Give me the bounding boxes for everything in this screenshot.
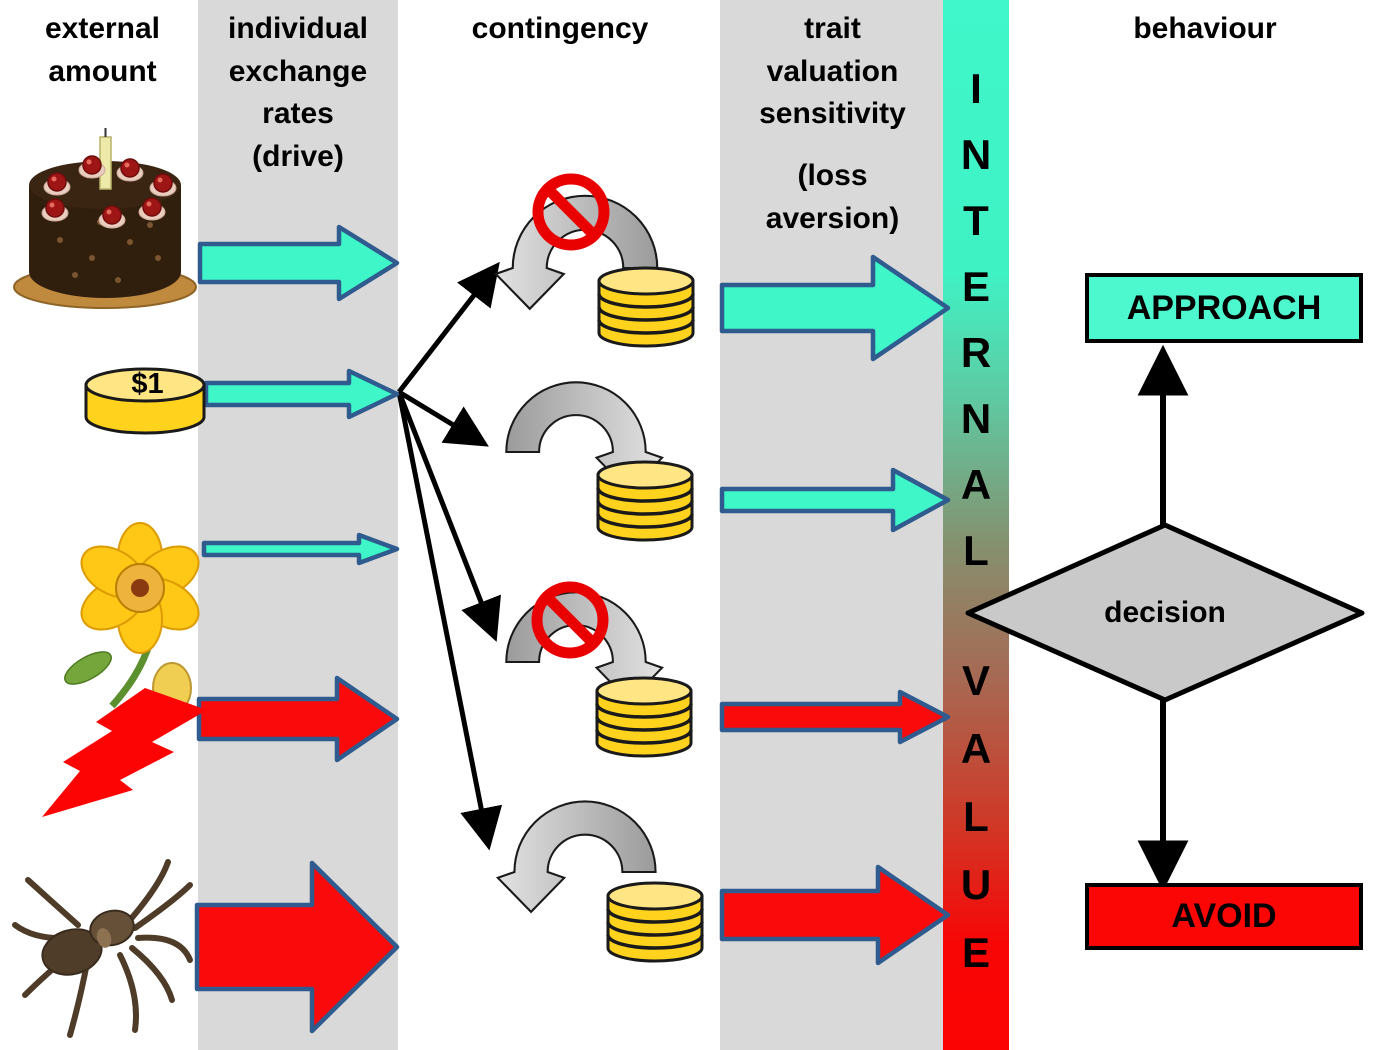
loss-valuation-arrow [719, 864, 951, 966]
fan-arrow-loss [396, 391, 503, 851]
birthday-cake-icon [13, 128, 197, 309]
avoid-box: AVOID [1085, 883, 1363, 950]
internal-value-word-value: V A L U E [960, 657, 992, 976]
lightning-bolt-icon [42, 688, 207, 817]
dollar-coin-icon [84, 367, 206, 435]
fan-arrow-gain [397, 389, 489, 447]
decision-diamond [965, 522, 1365, 703]
header-loss-aversion: (loss aversion) [765, 159, 900, 235]
cake-cherries [41, 155, 177, 229]
internal-value-word-internal: I N T E R N A L [960, 65, 992, 574]
header-external-amount: external amount [44, 12, 161, 88]
yellow-flower-icon [64, 522, 200, 714]
cake-drive-arrow [197, 224, 400, 302]
avoid-label: AVOID [1171, 897, 1277, 935]
coin-stack-no-gain [595, 676, 693, 758]
fan-arrow-no-gain [396, 391, 501, 642]
approach-label: APPROACH [1126, 288, 1322, 327]
internal-value-gradient-bar [943, 0, 1009, 1050]
drive-arrows [194, 224, 400, 1034]
lightning-drive-arrow [196, 675, 400, 763]
header-trait-valuation: trait valuation sensitivity [759, 12, 906, 131]
approach-box: APPROACH [1085, 273, 1363, 343]
coin-stack-loss [606, 881, 704, 963]
contingency-fan-arrows [396, 261, 503, 851]
header-exchange-rates: individual exchange rates (drive) [227, 12, 368, 173]
decision-label: decision [1104, 596, 1226, 629]
spider-drive-arrow [194, 860, 400, 1034]
no-loss-valuation-arrow [719, 254, 951, 362]
flower-drive-arrow [201, 532, 400, 566]
coin-stack-gain [596, 460, 694, 542]
no-symbol-bottom [531, 581, 609, 659]
valuation-arrows [719, 254, 951, 966]
header-contingency: contingency [471, 12, 649, 45]
dollar-drive-arrow [203, 368, 400, 420]
fan-arrow-no-loss [397, 261, 500, 394]
no-gain-valuation-arrow [719, 689, 951, 745]
exchange-rates-column-bg [198, 0, 398, 1050]
header-behaviour: behaviour [1133, 12, 1277, 45]
no-symbol-top [532, 173, 610, 251]
loss-curved-arrow [495, 800, 657, 914]
gain-valuation-arrow [719, 467, 951, 533]
dollar-coin-label: $1 [131, 368, 164, 400]
coin-stack-no-loss [597, 266, 695, 348]
spider-icon [12, 859, 193, 1038]
